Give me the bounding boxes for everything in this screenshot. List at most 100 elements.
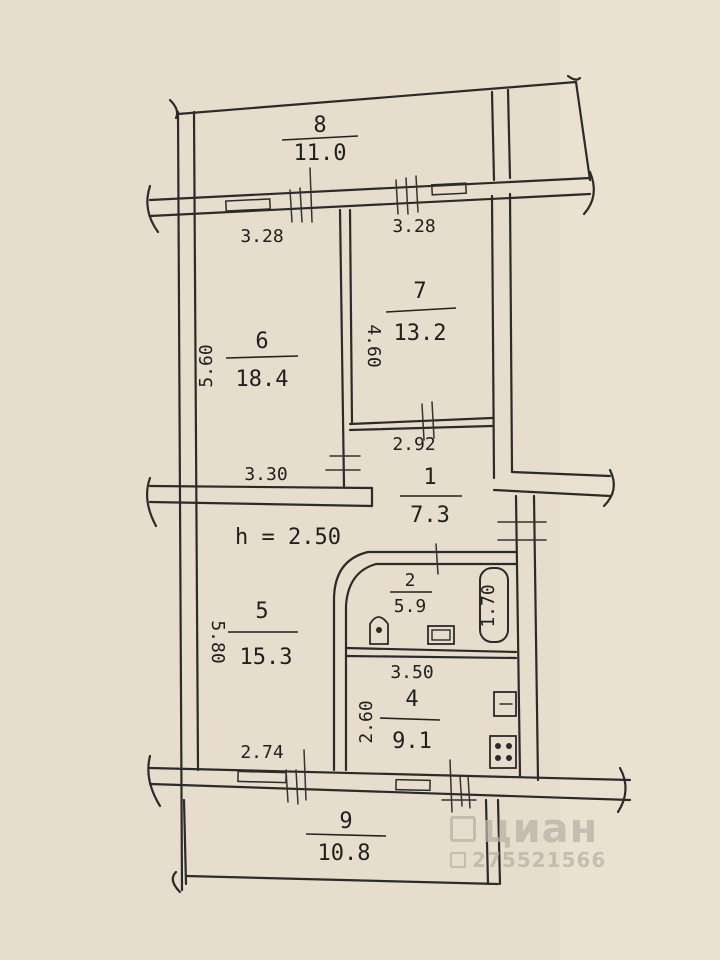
room-6-fraction-line [225,355,299,359]
wall-break-mark [168,98,179,120]
cian-logo-icon [450,816,476,842]
balcony9-right-b [496,798,502,886]
partition-6-7-b [348,208,354,426]
door-bath-tick [435,543,439,575]
balcony9-break [171,870,182,894]
sink-basin [431,629,451,641]
balcony-partition-a [490,90,496,182]
door-room6-ticks [325,455,361,471]
room-labels: 8 11.0 7 13.2 6 18.4 1 7.3 2 5.9 5 15.3 … [225,113,462,866]
top-wall-inner [148,192,592,218]
bathtub-icon [479,567,509,643]
dim-room6-top-width: 3.28 [240,226,283,247]
dim-ceiling-height: h = 2.50 [235,525,341,550]
fixtures [369,567,517,769]
room-6-number: 6 [255,329,268,354]
balcony9-right-a [484,798,490,886]
dim-room7-length: 4.60 [363,324,384,367]
toilet-detail [376,627,382,633]
bottom-wall-inner [148,766,632,782]
stove-icon [489,735,517,769]
door-balcony9-ticks-1 [285,749,307,805]
balcony-right-edge [574,80,592,182]
right-wall-inner [490,194,496,480]
balcony-break-mark [566,74,582,81]
balcony-top-edge [176,80,578,116]
watermark-id-row: 275521566 [450,848,606,872]
room-7-number: 7 [413,279,426,304]
room7-bottom-wall-a [348,416,494,426]
dim-room5-length: 5.80 [207,620,228,663]
room-5-area: 15.3 [240,645,293,670]
watermark-brand-row: циан [450,806,606,852]
toilet-icon [369,616,389,645]
dim-room5-bottom-width: 2.74 [240,742,283,763]
stove-burner-1 [495,743,501,749]
wall-left-inner [192,110,200,772]
openings [224,167,477,813]
dim-kitchen-length: 2.60 [356,700,377,743]
door-balcony-ticks-1 [289,167,313,223]
room-7-fraction-line [385,307,457,313]
right-stub-top [510,470,612,478]
kitchen-sink-icon [493,691,517,717]
room7-bottom-wall-b [348,424,494,432]
bath-inner-wall [344,562,518,772]
watermark-listing-id: 275521566 [472,848,607,872]
right-wall-outer [508,192,514,474]
dim-room6-length: 5.60 [196,344,217,387]
room-8-area: 11.0 [294,141,347,166]
dim-room7-top-width: 3.28 [392,216,435,237]
sink-icon [427,625,455,645]
stove-burner-4 [506,755,512,761]
bath-bottom-wall-a [344,646,518,654]
room-8-number: 8 [313,113,326,138]
bottom-wall-outer [148,782,632,802]
wall-left-outer [176,110,184,892]
door-balcony-ticks-2 [395,175,419,215]
wall-6-5-top [148,484,374,490]
dim-corridor-width: 2.92 [392,434,435,455]
top-wall-break-left [146,184,160,234]
room-5-number: 5 [255,599,268,624]
room-6-area: 18.4 [236,367,289,392]
window-room7 [430,182,468,196]
id-icon [450,852,466,868]
dim-room6-bottom-width: 3.30 [244,464,287,485]
kitchen-wall-outer [532,494,540,782]
window-kitchen [395,778,431,792]
room-9-fraction-line [305,833,387,837]
top-wall-outer [148,176,592,202]
room-8-fraction-line [281,135,359,141]
room-1-number: 1 [423,465,436,490]
partition-6-7-a [338,208,346,488]
room-4-fraction-line [379,717,441,721]
watermark: циан 275521566 [450,806,606,872]
wall-6-5-bottom [148,500,374,508]
bath-bottom-wall-b [344,654,518,660]
bottom-wall-break-right [616,766,627,814]
room-9-area: 10.8 [318,841,371,866]
walls [145,74,632,894]
room-9-number: 9 [339,809,352,834]
dimension-labels: 3.28 3.28 5.60 4.60 2.92 3.30 h = 2.50 1… [196,216,499,763]
room-2-number: 2 [405,570,416,591]
top-wall-break-right [582,170,595,216]
door-room7-ticks [421,401,435,441]
dim-kitchen-width: 3.50 [390,662,433,683]
room-1-area: 7.3 [410,503,450,528]
room-2-area: 5.9 [394,596,427,617]
room-4-number: 4 [405,687,418,712]
stove-burner-2 [506,743,512,749]
bottom-wall-break-left [147,754,162,808]
balcony-partition-b [506,88,512,180]
bath-outer-wall [332,550,518,772]
watermark-brand: циан [482,806,599,852]
door-balcony9-ticks-2 [449,759,471,813]
room-4-area: 9.1 [392,729,432,754]
balcony9-bottom [184,874,500,886]
stove-burner-3 [495,755,501,761]
kitchen-wall-inner [514,494,522,778]
